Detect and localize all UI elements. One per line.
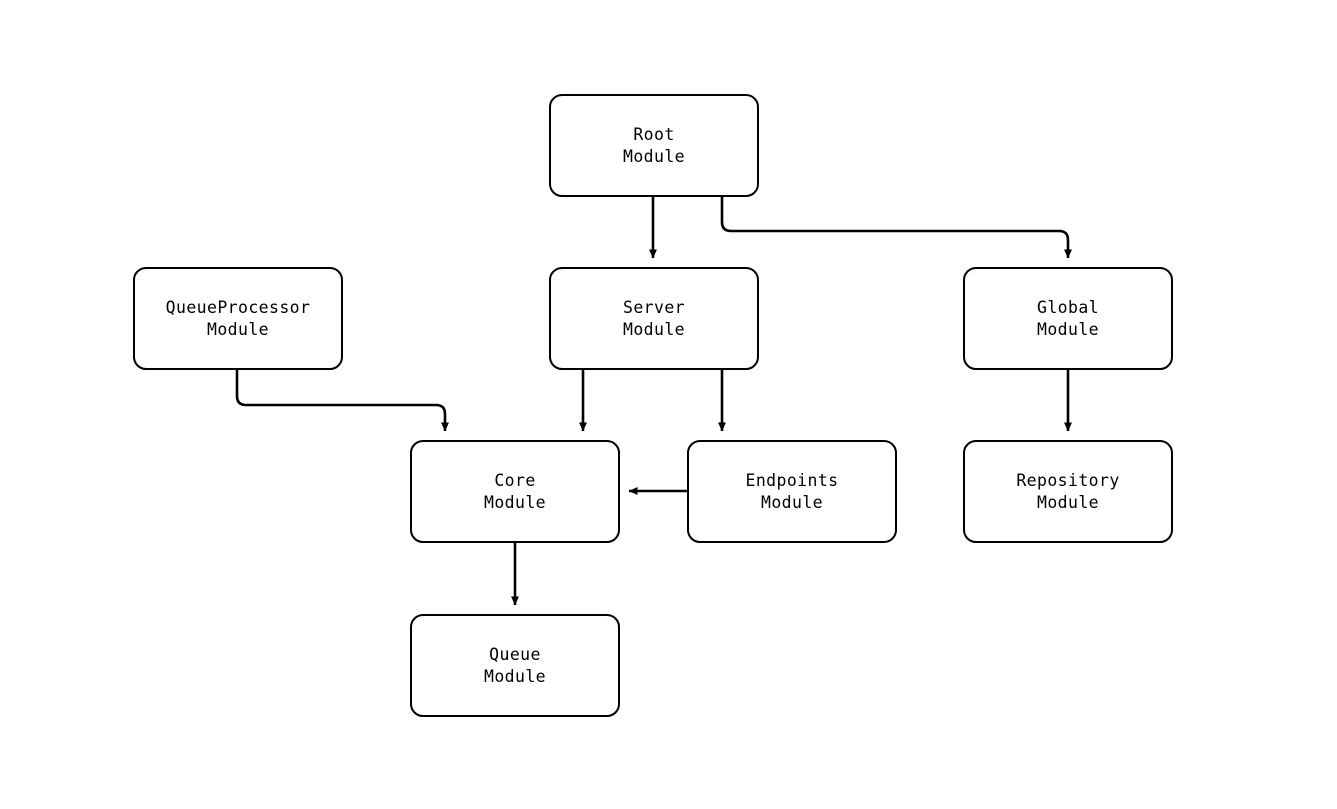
edge-queueprocessor-to-core	[235, 370, 449, 432]
node-label-secondary: Module	[483, 492, 546, 512]
node-label-primary: Repository	[1016, 470, 1120, 490]
node-label-primary: Endpoints	[745, 470, 839, 490]
node-label-primary: Queue	[489, 644, 541, 664]
node-label-primary: Core	[494, 470, 536, 490]
node-label-secondary: Module	[1036, 319, 1099, 339]
node-label-primary: Root	[633, 124, 675, 144]
node-label-secondary: Module	[1036, 492, 1099, 512]
node-label-secondary: Module	[760, 492, 823, 512]
node-label-secondary: Module	[206, 319, 269, 339]
node-label-primary: Server	[622, 297, 685, 317]
node-label-secondary: Module	[622, 146, 685, 166]
node-label-secondary: Module	[483, 666, 546, 686]
node-label-secondary: Module	[622, 319, 685, 339]
node-label-primary: Global	[1036, 297, 1099, 317]
edge-root-to-global	[720, 197, 1072, 259]
node-label-primary: QueueProcessor	[165, 297, 311, 317]
